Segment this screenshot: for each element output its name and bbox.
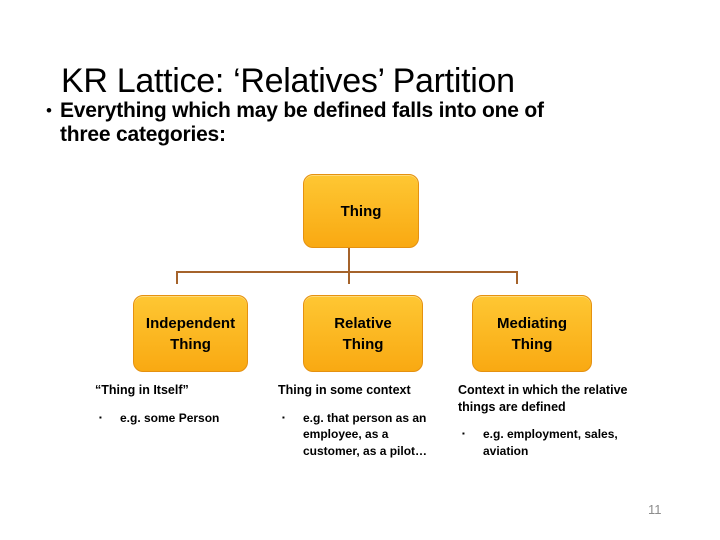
- square-bullet-icon: ▪: [99, 412, 102, 422]
- column-mediating-description: Context in which the relative things are…: [458, 382, 654, 459]
- node-thing-label: Thing: [340, 202, 382, 220]
- connector-root-vertical: [348, 248, 350, 272]
- column-relative-description: Thing in some context ▪ e.g. that person…: [278, 382, 430, 459]
- node-relative-thing: Relative Thing: [303, 295, 423, 372]
- column-heading: “Thing in Itself”: [95, 383, 189, 397]
- connector-stub-left: [176, 271, 178, 284]
- column-bullet-item: ▪ e.g. that person as an employee, as a …: [278, 410, 430, 460]
- connector-stub-middle: [348, 271, 350, 284]
- node-thing: Thing: [303, 174, 419, 248]
- connector-horizontal: [176, 271, 518, 273]
- square-bullet-icon: ▪: [282, 412, 285, 422]
- bullet-icon: •: [46, 101, 52, 120]
- column-bullet-text: e.g. some Person: [120, 410, 220, 425]
- node-relative-thing-label: Relative Thing: [334, 314, 392, 353]
- column-independent-description: “Thing in Itself” ▪ e.g. some Person: [95, 382, 237, 426]
- column-bullet-text: e.g. that person as an employee, as a cu…: [303, 410, 428, 458]
- node-independent-thing: Independent Thing: [133, 295, 248, 372]
- intro-bullet: • Everything which may be defined falls …: [46, 99, 544, 146]
- column-heading: Thing in some context: [278, 383, 411, 397]
- column-bullet-item: ▪ e.g. some Person: [95, 410, 237, 427]
- node-independent-thing-label: Independent Thing: [145, 314, 236, 353]
- column-bullet-item: ▪ e.g. employment, sales, aviation: [458, 426, 654, 459]
- intro-bullet-text: Everything which may be defined falls in…: [60, 99, 544, 146]
- page-title: KR Lattice: ‘Relatives’ Partition: [61, 62, 515, 100]
- node-mediating-thing-label: Mediating Thing: [497, 314, 567, 353]
- column-bullet-text: e.g. employment, sales, aviation: [483, 427, 618, 458]
- square-bullet-icon: ▪: [462, 429, 465, 438]
- page-number: 11: [648, 502, 662, 517]
- node-mediating-thing: Mediating Thing: [472, 295, 592, 372]
- column-heading: Context in which the relative things are…: [458, 383, 628, 414]
- connector-stub-right: [516, 271, 518, 284]
